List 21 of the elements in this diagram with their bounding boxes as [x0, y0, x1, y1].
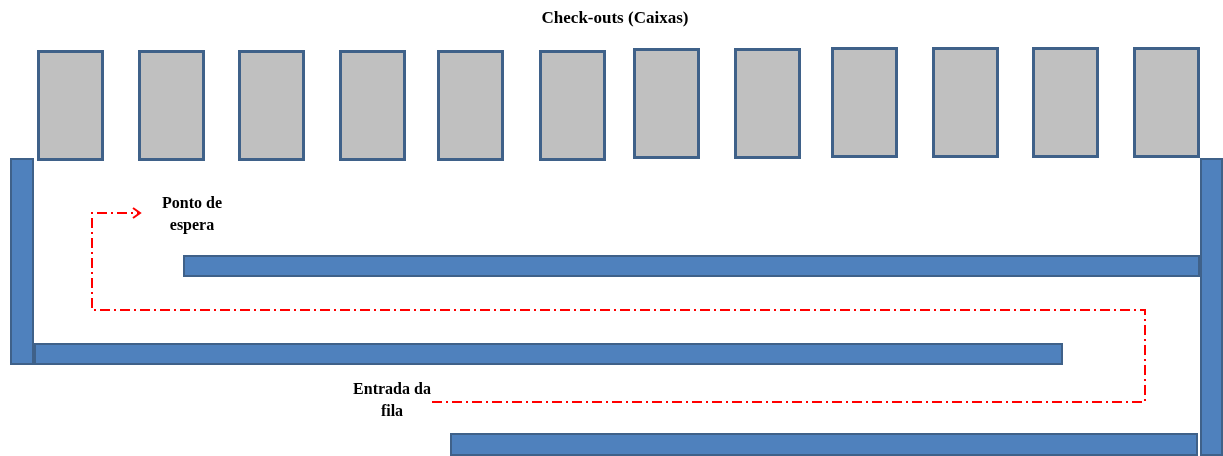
- checkout-counter: [1133, 47, 1200, 158]
- area-label: Entrada da fila: [352, 378, 432, 426]
- queue-path-arrow: [91, 207, 1146, 403]
- checkout-counter: [1032, 47, 1099, 158]
- checkout-counter: [734, 48, 801, 159]
- queue-barrier: [10, 158, 34, 365]
- checkout-counter: [339, 50, 406, 161]
- checkout-counter: [37, 50, 104, 161]
- checkout-counter: [633, 48, 700, 159]
- checkout-counter: [437, 50, 504, 161]
- checkout-counter: [138, 50, 205, 161]
- area-label: Ponto de espera: [140, 192, 244, 238]
- checkout-counter: [932, 47, 999, 158]
- queue-barrier: [34, 343, 1063, 365]
- checkout-counter: [539, 50, 606, 161]
- queue-barrier: [183, 255, 1200, 277]
- title: Check-outs (Caixas): [540, 8, 690, 28]
- queue-barrier: [450, 433, 1198, 456]
- checkout-counter: [238, 50, 305, 161]
- checkout-counter: [831, 47, 898, 158]
- queue-barrier: [1200, 158, 1223, 456]
